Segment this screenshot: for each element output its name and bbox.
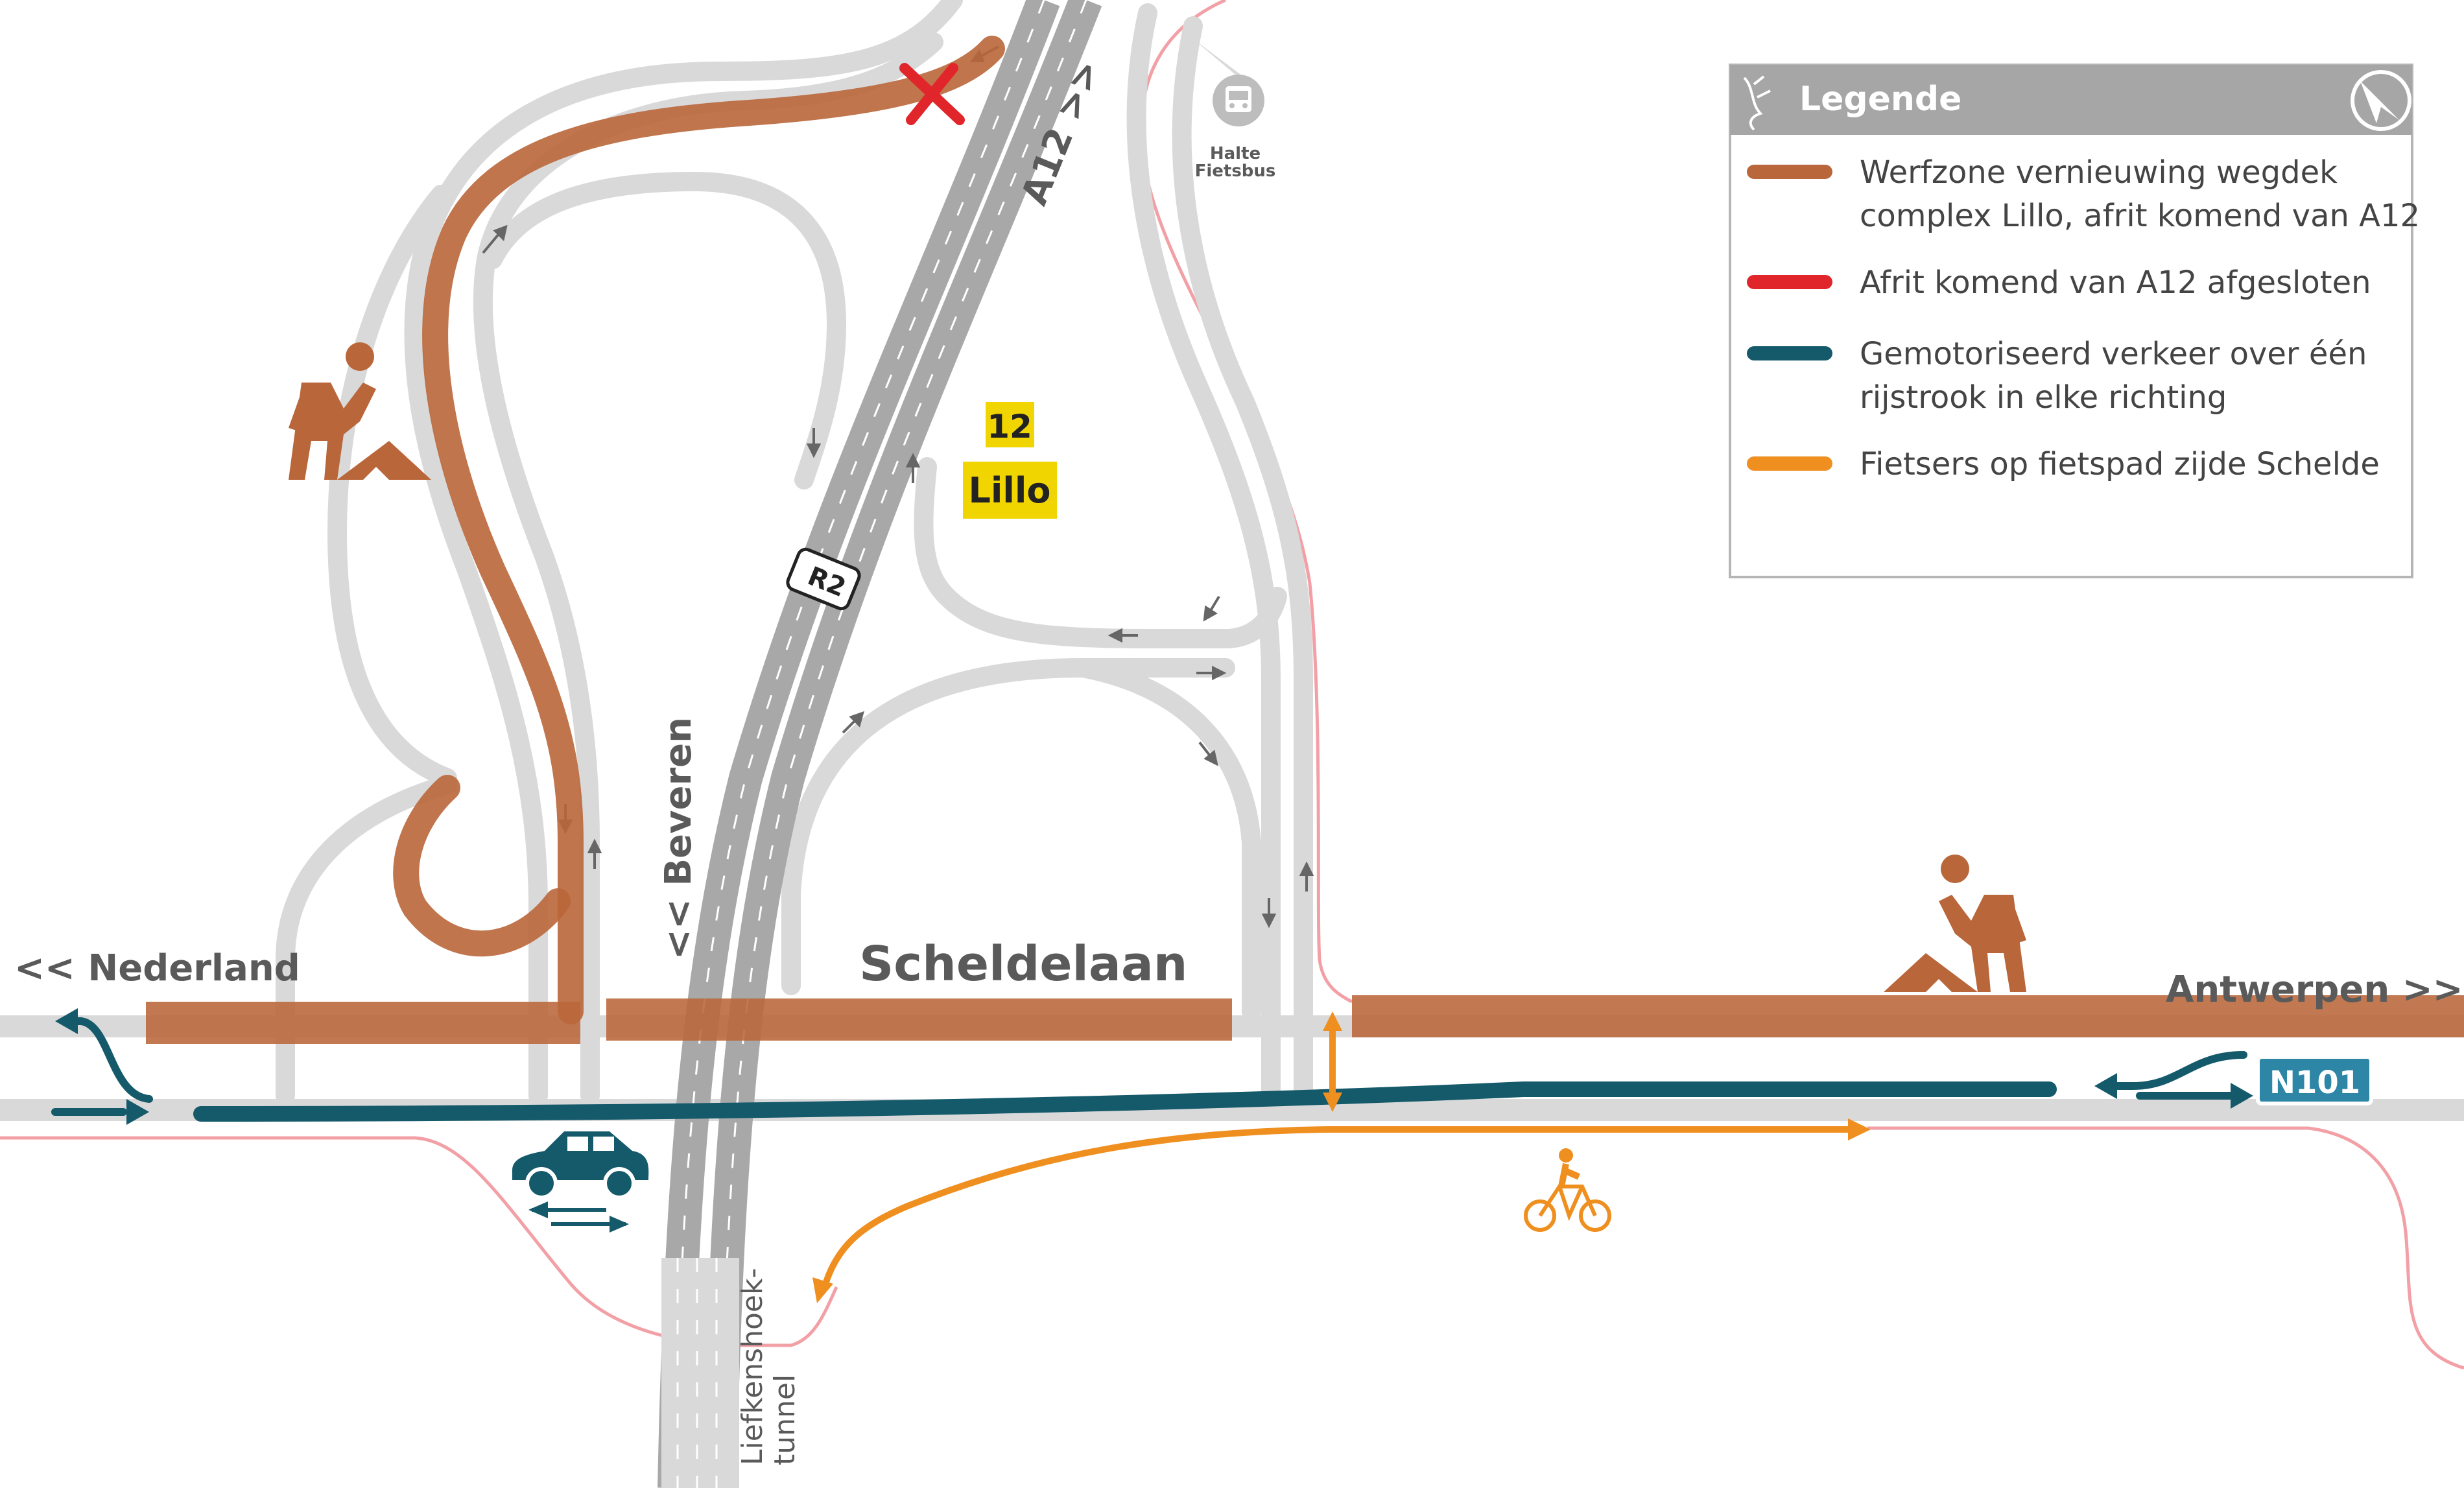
roadworks-icon <box>1884 855 2026 992</box>
cyclist-arrowheads <box>812 1011 1871 1303</box>
traffic-routes <box>51 1017 2247 1122</box>
legend-item-label: Werfzone vernieuwing wegdek <box>1860 154 2338 191</box>
label-tunnel-2: tunnel <box>768 1375 801 1465</box>
label-nederland: << Nederland <box>14 947 300 989</box>
motorway-r2 <box>657 0 1102 1488</box>
label-bus-stop-1: Halte <box>1210 144 1261 163</box>
label-bus-stop-2: Fietsbus <box>1195 161 1276 181</box>
exit-badge <box>963 402 1057 519</box>
r2-shield <box>786 547 861 611</box>
direction-arrows <box>482 45 1314 928</box>
traffic-arrowheads <box>55 1008 2253 1125</box>
n101-badge <box>2256 1055 2373 1105</box>
north-arrow-icon <box>2351 70 2411 131</box>
roadworks-icon <box>289 342 431 480</box>
label-antwerpen: Antwerpen >> <box>2166 969 2463 1011</box>
worksite-zones <box>393 36 1005 1024</box>
worksite-main-roads <box>146 995 2464 1044</box>
legend-item-label: Afrit komend van A12 afgesloten <box>1860 265 2371 301</box>
label-exit-number: 12 <box>987 408 1032 445</box>
legend-item-label: complex Lillo, afrit komend van A12 <box>1860 198 2420 234</box>
label-exit-name: Lillo <box>968 470 1050 511</box>
flanders-lion-icon <box>1743 75 1771 131</box>
legend-item-label: rijstrook in elke richting <box>1860 379 2227 416</box>
label-n101: N101 <box>2269 1065 2360 1101</box>
label-tunnel-1: Liefkenshoek- <box>736 1268 769 1465</box>
legend-item-label: Fietsers op fietspad zijde Schelde <box>1860 446 2380 482</box>
label-scheldelaan: Scheldelaan <box>859 936 1187 992</box>
bus-stop-icon <box>1193 39 1264 126</box>
car-icon <box>512 1131 649 1233</box>
legend-title: Legende <box>1799 80 1961 119</box>
legend-item-label: Gemotoriseerd verkeer over één <box>1860 336 2367 372</box>
bicycle-icon <box>1524 1148 1611 1232</box>
cyclist-route <box>820 1018 1858 1293</box>
label-beveren: << Beveren <box>657 717 700 960</box>
closed-exit-marker <box>899 63 965 125</box>
legend: Legende Werfzone vernieuwing wegdek compl… <box>1729 64 2420 578</box>
